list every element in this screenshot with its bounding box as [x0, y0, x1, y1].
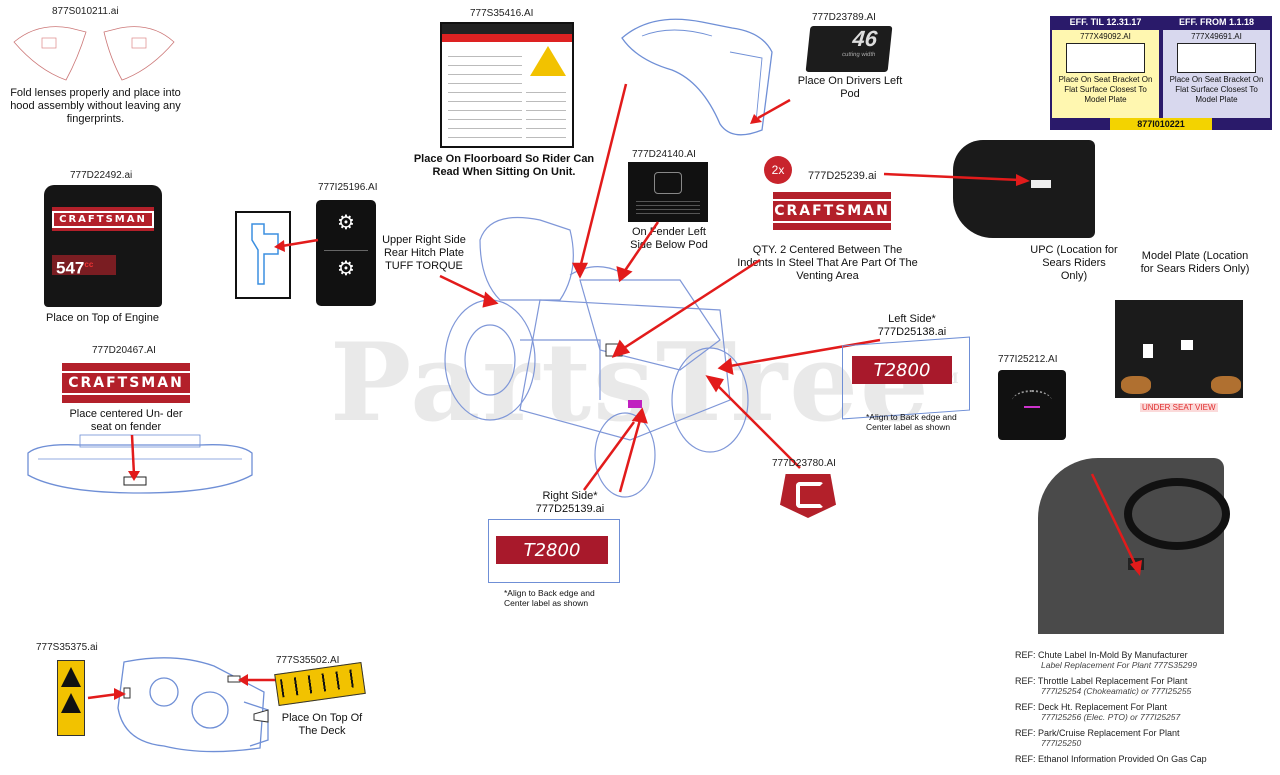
chute-part-number: 777S35375.ai [36, 642, 98, 653]
upc-label: UPC (Location for Sears Riders Only) [1030, 244, 1118, 282]
right-side-badge: T2800 [496, 536, 608, 564]
ref-item: REF: Ethanol Information Provided On Gas… [1015, 754, 1207, 764]
emblem-part-number: 777D23780.AI [772, 458, 836, 469]
lens-part-number: 877S010211.ai [52, 6, 119, 17]
deck-part-number: 777S35502.AI [276, 655, 340, 666]
hitch-note: Upper Right Side Rear Hitch Plate TUFF T… [382, 234, 466, 272]
hitch-part-number: 777I25196.AI [318, 182, 378, 193]
pod-illustration [621, 18, 791, 136]
model-plate-label: Model Plate (Location for Sears Riders O… [1140, 250, 1250, 275]
pod46-note: Place On Drivers Left Pod [797, 75, 903, 100]
pod46-part-number: 777D23789.AI [812, 12, 876, 23]
under-seat-view-label: UNDER SEAT VIEW [1140, 403, 1218, 412]
left-side-badge: T2800 [852, 356, 952, 384]
right-side-outline [488, 519, 620, 583]
fender-illustration [27, 434, 253, 494]
seat-logo-note: Place centered Un- der seat on fender [69, 408, 183, 433]
engine-label: CRAFTSMAN 547cc [44, 185, 162, 307]
lens-illustration [13, 26, 175, 81]
hood-arrow [883, 172, 1030, 186]
deck-illustration [87, 657, 280, 753]
under-seat-photo [1115, 300, 1243, 398]
right-side-note: *Align to Back edge and Center label as … [504, 588, 595, 608]
dash-part-number: 777I25212.AI [998, 354, 1058, 365]
deck-note: Place On Top Of The Deck [281, 712, 363, 737]
hood-logo: CRAFTSMAN [764, 192, 900, 230]
engine-note: Place on Top of Engine [46, 312, 159, 324]
left-side-part-number: Left Side* 777D25138.ai [877, 313, 947, 338]
watermark: PartsTreeTM [330, 320, 959, 446]
seat-logo-part-number: 777D20467.AI [92, 345, 156, 356]
lens-note: Fold lenses properly and place into hood… [10, 87, 181, 125]
ref-item: REF: Chute Label In-Mold By Manufacturer… [1015, 650, 1197, 670]
hood-logo-part-number: 777D25239.ai [808, 170, 877, 182]
engine-part-number: 777D22492.ai [70, 170, 133, 181]
dash-label [998, 370, 1066, 440]
ref-item: REF: Throttle Label Replacement For Plan… [1015, 676, 1192, 696]
qty-badge: 2x [764, 156, 792, 184]
right-side-part-number: Right Side* 777D25139.ai [535, 490, 605, 515]
fender-label [628, 162, 708, 222]
eff-table: EFF. TIL 12.31.17 EFF. FROM 1.1.18 777X4… [1050, 16, 1272, 130]
hitch-label: ⚙ ⚙ [316, 200, 376, 306]
dash-arrow [1090, 473, 1142, 576]
hitch-plate-illustration [235, 211, 319, 299]
warning-note: Place On Floorboard So Rider Can Read Wh… [413, 153, 595, 178]
seat-logo: CRAFTSMAN [58, 363, 194, 403]
warning-label [440, 22, 574, 148]
warning-part-number: 777S35416.AI [470, 8, 534, 19]
hood-logo-note: QTY. 2 Centered Between The Indents In S… [737, 244, 918, 282]
ref-list: REF: Chute Label In-Mold By Manufacturer… [1015, 650, 1275, 770]
hood-photo [953, 140, 1095, 238]
chute-label [57, 660, 85, 736]
left-side-note: *Align to Back edge and Center label as … [866, 412, 957, 432]
dash-photo [1038, 458, 1230, 634]
fender-part-number: 777D24140.AI [632, 149, 696, 160]
